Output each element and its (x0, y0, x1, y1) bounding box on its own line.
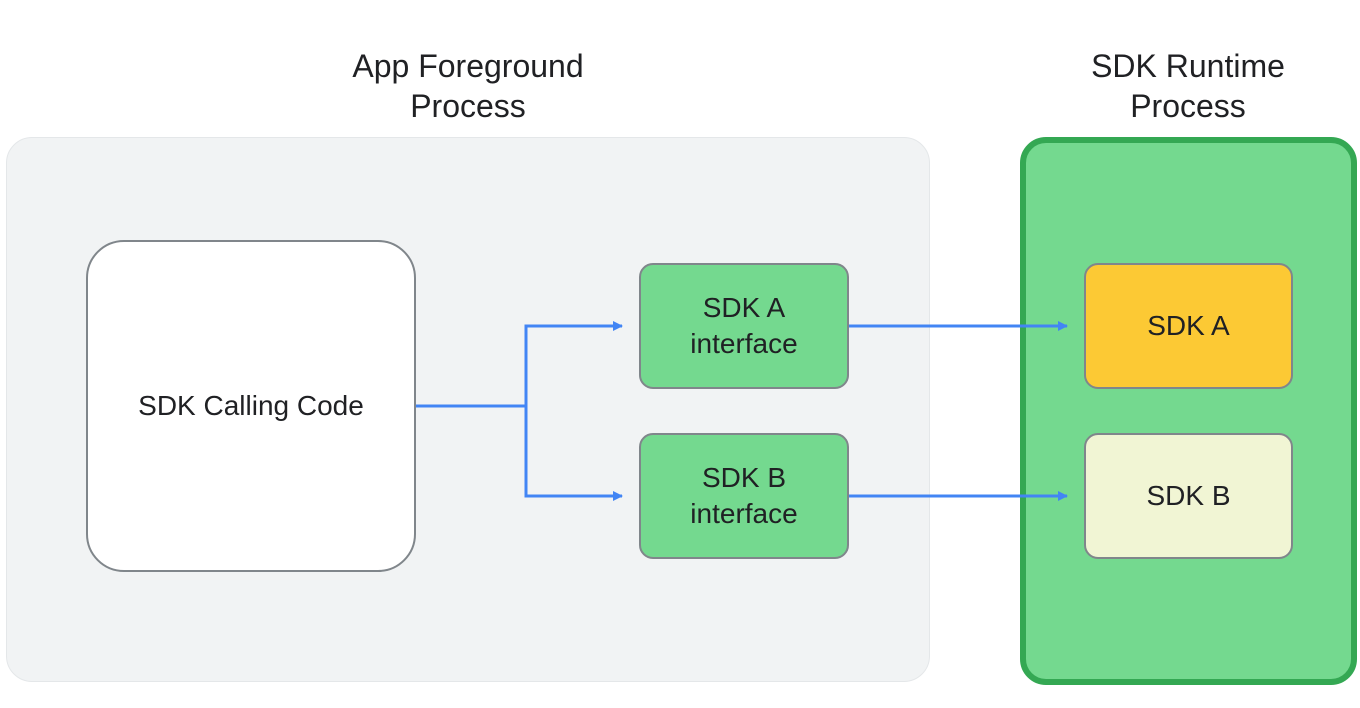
app-process-title: App Foreground Process (352, 48, 584, 124)
sdk-a-interface-box: SDK A interface (639, 263, 849, 389)
sdk-b-interface-box: SDK B interface (639, 433, 849, 559)
sdk-a-box: SDK A (1084, 263, 1293, 389)
sdk-calling-code-box: SDK Calling Code (86, 240, 416, 572)
sdk-runtime-process-title: SDK Runtime Process (1091, 48, 1285, 124)
sdk-b-box: SDK B (1084, 433, 1293, 559)
sdk-runtime-process-container (1020, 137, 1357, 685)
